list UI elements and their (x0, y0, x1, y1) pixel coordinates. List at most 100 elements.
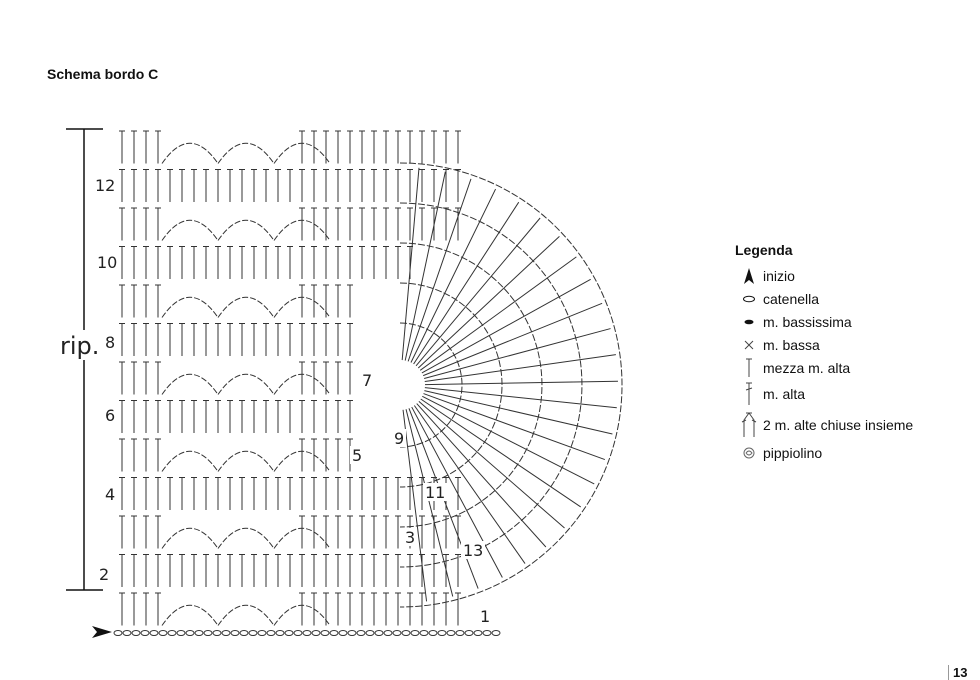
row-label: 7 (362, 371, 372, 390)
chain-stitch (203, 630, 213, 636)
radial-stitch (419, 256, 577, 371)
chain-stitch (131, 630, 141, 636)
chain-stitch (194, 630, 204, 636)
start-arrow-icon (735, 267, 763, 284)
row-label: 8 (105, 333, 115, 352)
start-arrow-icon (92, 626, 112, 638)
round-arc (399, 242, 543, 528)
chain-arc (161, 296, 219, 318)
legend-item: m. bassissima (735, 310, 913, 333)
legend: Legenda inizio catenella m. bassissima m… (735, 242, 913, 464)
chain-stitch (284, 630, 294, 636)
chain-arc (217, 219, 275, 241)
round-arc (399, 162, 623, 608)
chain-arc (217, 604, 275, 626)
chain-arc (161, 373, 219, 395)
chain-arc (161, 142, 219, 164)
diagram-title: Schema bordo C (47, 66, 159, 82)
radial-stitch (401, 167, 420, 361)
chain-stitch (239, 630, 249, 636)
legend-item: m. alta (735, 379, 913, 409)
legend-heading: Legenda (735, 242, 793, 258)
radial-stitch (417, 235, 560, 369)
chain-arc (273, 373, 331, 395)
radial-stitch (402, 409, 428, 602)
page-number: 13 (948, 665, 967, 680)
dc2tog-icon (735, 412, 763, 438)
chain-stitch (428, 630, 438, 636)
legend-item: 2 m. alte chiuse insieme (735, 409, 913, 441)
chain-stitch (158, 630, 168, 636)
round-fan (399, 162, 623, 608)
radial-stitch (422, 302, 603, 377)
picot-icon (735, 446, 763, 460)
chain-arc (273, 450, 331, 472)
chain-arc (217, 527, 275, 549)
row-label: 1 (480, 607, 490, 626)
chain-stitch (275, 630, 285, 636)
repeat-bracket: rip. (56, 128, 106, 591)
row-label: 5 (352, 446, 362, 465)
chain-arc (273, 142, 331, 164)
chain-stitch (113, 630, 123, 636)
half-double-icon (735, 358, 763, 378)
radial-stitch (418, 401, 565, 529)
chain-stitch (149, 630, 159, 636)
chain-stitch (257, 630, 267, 636)
chain-stitch (383, 630, 393, 636)
chain-stitch (329, 630, 339, 636)
chain-stitch (140, 630, 150, 636)
chain-arc (273, 604, 331, 626)
legend-item: inizio (735, 264, 913, 287)
legend-item: mezza m. alta (735, 356, 913, 379)
chain-stitch (473, 630, 483, 636)
chain-stitch (311, 630, 321, 636)
legend-item: m. bassa (735, 333, 913, 356)
chain-stitch (176, 630, 186, 636)
chain-stitch (446, 630, 456, 636)
radial-stitch (413, 405, 526, 564)
chain-stitch (230, 630, 240, 636)
slip-stitch-icon (735, 318, 763, 326)
chain-arc (273, 219, 331, 241)
radial-stitch (405, 409, 454, 597)
legend-item: pippiolino (735, 441, 913, 464)
chain-arc (161, 219, 219, 241)
chain-stitch (248, 630, 258, 636)
radial-stitch (421, 278, 591, 374)
chain-icon (735, 295, 763, 303)
chain-arc (217, 373, 275, 395)
chain-stitch (185, 630, 195, 636)
chain-arc (217, 142, 275, 164)
chain-stitch (167, 630, 177, 636)
radial-stitch (407, 178, 472, 362)
chain-arc (217, 296, 275, 318)
chain-stitch (455, 630, 465, 636)
row-label: 10 (97, 253, 117, 272)
chain-stitch (419, 630, 429, 636)
double-crochet-icon (735, 382, 763, 406)
row-label: 13 (463, 541, 483, 560)
radial-stitch (415, 217, 541, 367)
legend-item: catenella (735, 287, 913, 310)
chain-stitch (122, 630, 132, 636)
chain-stitch (437, 630, 447, 636)
radial-stitch (416, 403, 547, 548)
chain-arc (161, 450, 219, 472)
radial-stitch (423, 393, 606, 461)
row-label: 12 (95, 176, 115, 195)
radial-stitch (424, 380, 618, 386)
chain-stitch (401, 630, 411, 636)
single-crochet-icon (735, 340, 763, 350)
radial-stitch (424, 328, 611, 380)
radial-stitch (422, 395, 595, 485)
radial-stitch (413, 201, 520, 365)
chain-stitch (491, 630, 501, 636)
row-label: 2 (99, 565, 109, 584)
row-label: 9 (394, 429, 404, 448)
row-label: 4 (105, 485, 115, 504)
chain-stitch (374, 630, 384, 636)
chain-arc (273, 296, 331, 318)
